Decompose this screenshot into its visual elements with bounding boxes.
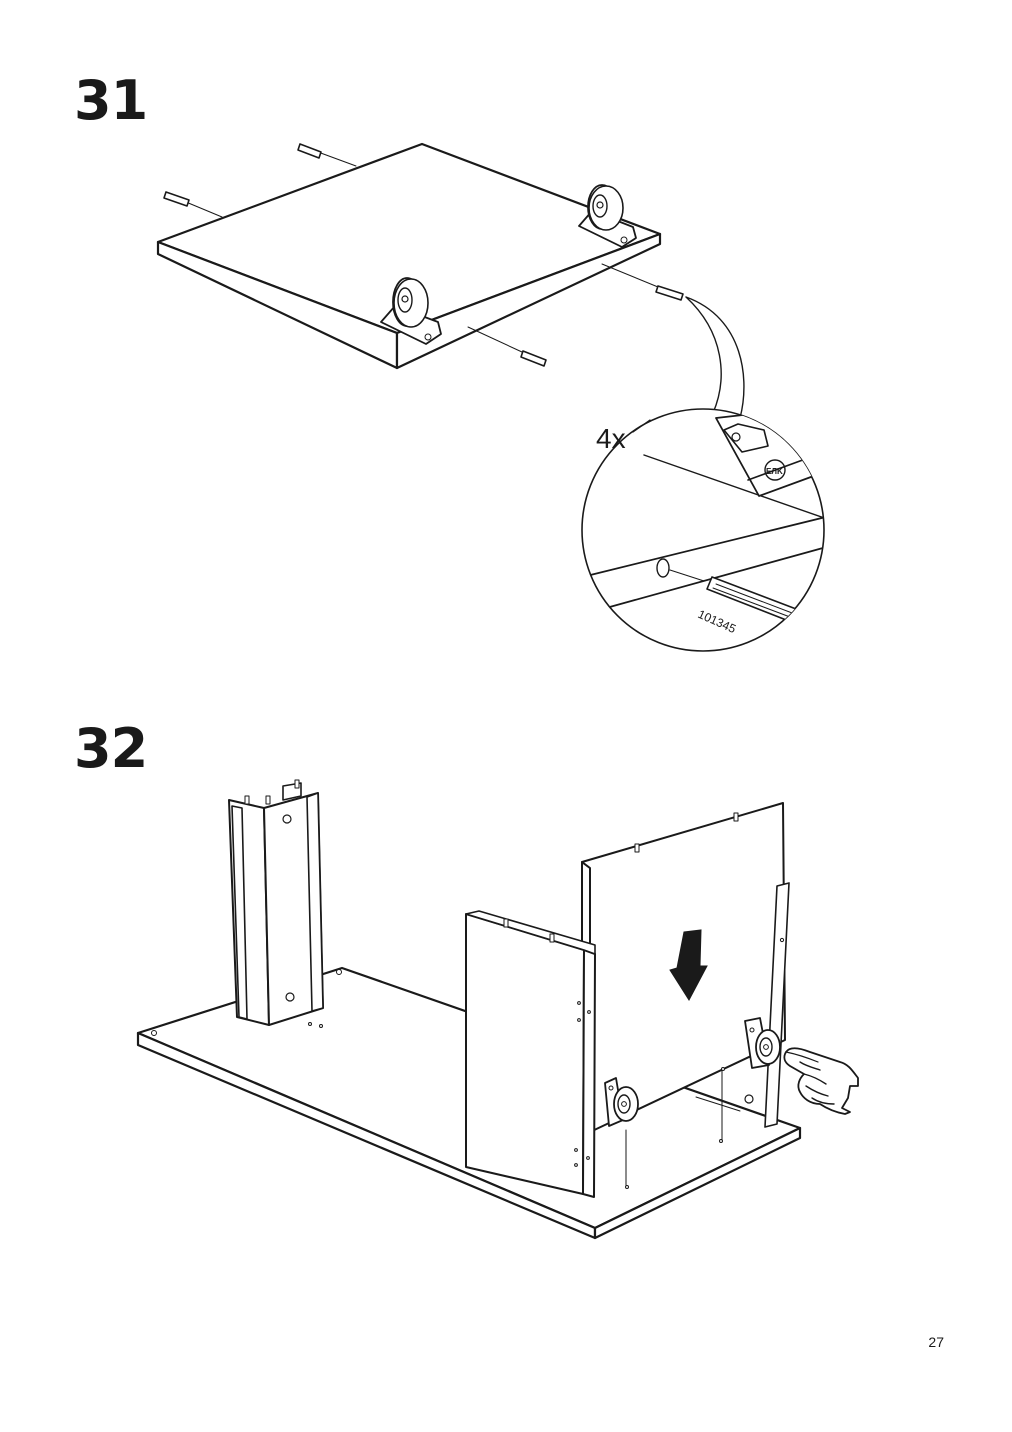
quantity-label: 4x [596, 423, 626, 454]
step-31-illustration: ЕЛK 101345 4x [156, 142, 825, 652]
board-panel [156, 142, 662, 370]
arrow-down-icon [669, 929, 708, 1001]
detail-callout-circle: ЕЛK 101345 [581, 408, 825, 652]
caster-wheel-base [604, 1077, 639, 1127]
caster-wheel-panel [744, 1017, 781, 1069]
step-31-number: 31 [74, 69, 148, 132]
side-panel [465, 910, 596, 1198]
back-panel [581, 802, 790, 1186]
dowel-back [297, 143, 357, 167]
dowel-left [163, 191, 223, 218]
step-32-number: 32 [74, 717, 148, 780]
step-32-illustration [136, 779, 859, 1240]
svg-text:ЕЛK: ЕЛK [766, 467, 783, 476]
caster-wheel-right [578, 184, 637, 248]
page-number: 27 [928, 1334, 944, 1350]
dowel-front [467, 326, 547, 367]
callout-arrow [685, 296, 745, 419]
caster-wheel-center [380, 277, 442, 345]
dowel-right [601, 263, 684, 301]
vertical-post [228, 779, 324, 1026]
pointing-hand-icon [783, 1047, 859, 1115]
